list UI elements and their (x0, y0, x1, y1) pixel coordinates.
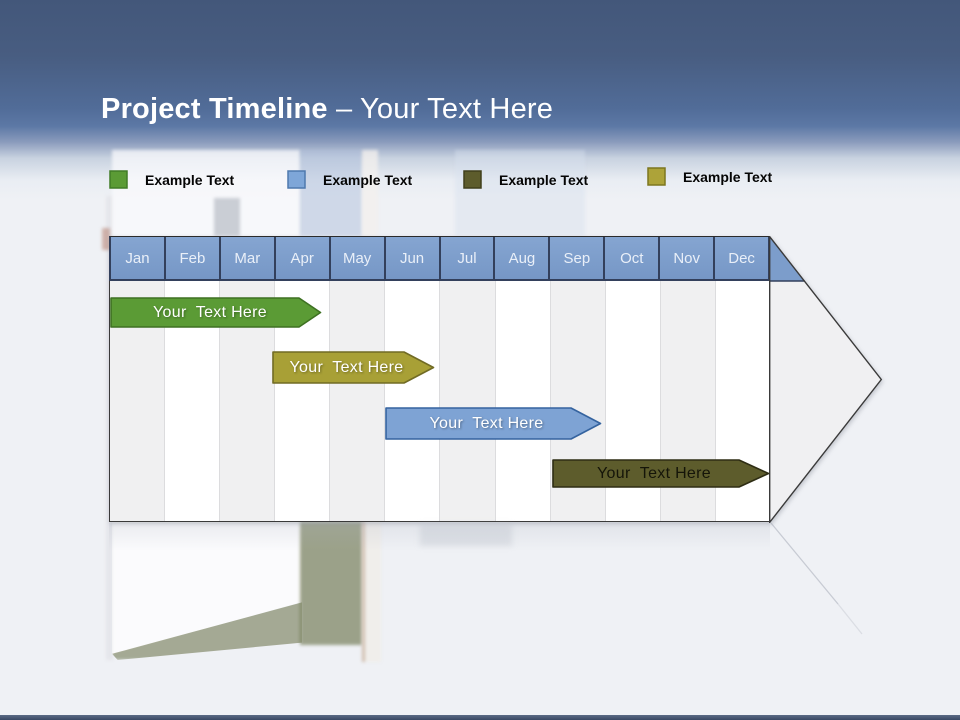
month-cell-apr: Apr (276, 237, 331, 279)
watermark-door-frame-lower (362, 522, 381, 662)
legend-label: Example Text (499, 171, 589, 188)
arrow-shape-icon (272, 351, 435, 384)
grid-column (496, 281, 551, 521)
legend-item-olive[interactable]: Example Text (647, 167, 772, 186)
arrow-shape-icon (385, 407, 602, 440)
footer-accent-bar (0, 715, 960, 720)
slide-title-suffix: – Your Text Here (327, 93, 554, 125)
slide-title-main: Project Timeline (101, 93, 328, 125)
month-cell-dec: Dec (715, 237, 771, 279)
legend-swatch-olive-icon (647, 167, 666, 186)
timeline-bar-green[interactable]: Your Text Here (110, 297, 322, 328)
grid-column (606, 281, 661, 521)
watermark-grass-wedge (112, 602, 302, 660)
watermark-grass (300, 522, 362, 645)
timeline-bar-olive[interactable]: Your Text Here (272, 351, 435, 384)
legend-label: Example Text (323, 171, 413, 188)
month-cell-feb: Feb (166, 237, 221, 279)
month-cell-aug: Aug (495, 237, 551, 279)
legend-item-dark-olive[interactable]: Example Text (463, 170, 588, 189)
slide-title[interactable]: Project Timeline – Your Text Here (68, 60, 553, 159)
chart-reflection (109, 523, 770, 551)
grid-column (440, 281, 496, 521)
bar-label: Your Text Here (289, 358, 404, 376)
grid-column (385, 281, 441, 521)
timeline-bar-dark-olive[interactable]: Your Text Here (552, 459, 770, 488)
arrow-shape-icon (552, 459, 770, 488)
month-cell-jul: Jul (441, 237, 496, 279)
month-cell-sep: Sep (550, 237, 606, 279)
bar-label: Your Text Here (597, 464, 711, 482)
timeline-chart: Jan Feb Mar Apr May Jun Jul Aug Sep Oct … (109, 236, 885, 524)
bar-label: Your Text Here (153, 303, 267, 321)
arrow-tip-reflection (770, 522, 863, 635)
legend-swatch-dark-olive-icon (463, 170, 482, 189)
month-cell-may: May (331, 237, 386, 279)
bar-label: Your Text Here (429, 414, 544, 432)
arrow-shape-icon (110, 297, 322, 328)
month-cell-jun: Jun (386, 237, 441, 279)
grid-column (275, 281, 331, 521)
month-cell-mar: Mar (221, 237, 276, 279)
chart-reflection-smudge (420, 524, 512, 546)
month-cell-oct: Oct (605, 237, 661, 279)
month-header-row: Jan Feb Mar Apr May Jun Jul Aug Sep Oct … (109, 236, 771, 281)
month-cell-nov: Nov (660, 237, 716, 279)
legend-label: Example Text (683, 168, 773, 185)
legend-swatch-blue-icon (287, 170, 306, 189)
legend-item-blue[interactable]: Example Text (287, 170, 412, 189)
legend-label: Example Text (145, 171, 235, 188)
month-cell-jan: Jan (111, 237, 166, 279)
watermark-smudge (214, 198, 240, 236)
grid-column (165, 281, 221, 521)
timeline-bar-blue[interactable]: Your Text Here (385, 407, 602, 440)
legend-item-green[interactable]: Example Text (109, 170, 234, 189)
timeline-arrow-tip (769, 236, 883, 523)
watermark-door-bottom (112, 522, 302, 655)
grid-column (330, 281, 386, 521)
legend-swatch-green-icon (109, 170, 128, 189)
